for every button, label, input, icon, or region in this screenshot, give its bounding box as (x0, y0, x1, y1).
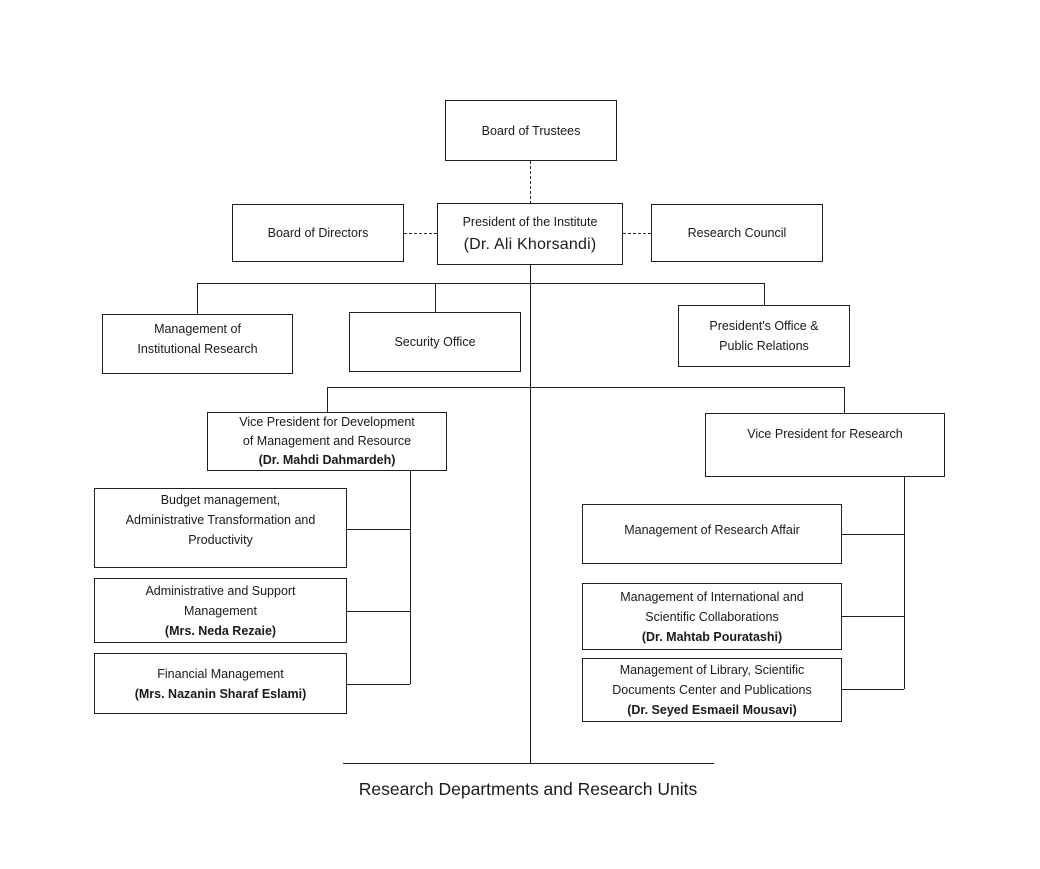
connector-directors-to-president-dashed (404, 233, 437, 234)
connector-drop-vp-research (844, 387, 845, 413)
node-label: Financial Management (157, 666, 284, 681)
node-label: Research Council (687, 226, 787, 240)
node-label: Vice President for Development of Manage… (239, 415, 415, 448)
node-person-name: (Mrs. Nazanin Sharaf Eslami) (134, 686, 307, 701)
node-financial-management: Financial Management (Mrs. Nazanin Shara… (94, 653, 347, 714)
connector-stub-library (842, 689, 904, 690)
node-label: Security Office (394, 335, 476, 349)
node-label: Budget management, Administrative Transf… (125, 493, 316, 547)
node-person-name: (Dr. Seyed Esmaeil Mousavi) (627, 703, 797, 717)
connector-left-column-vertical (410, 471, 411, 684)
node-person-name: (Dr. Mahdi Dahmardeh) (258, 453, 396, 467)
node-person-name: (Dr. Mahtab Pouratashi) (641, 629, 783, 644)
node-label: President's Office & Public Relations (709, 319, 819, 353)
node-label: Board of Directors (267, 226, 369, 240)
node-label: Management of Research Affair (624, 523, 800, 537)
node-label: Administrative and Support Management (145, 583, 296, 618)
connector-drop-vp-development (327, 387, 328, 412)
connector-drop-security-office (435, 283, 436, 312)
node-presidents-office-public-relations: President's Office & Public Relations (678, 305, 850, 367)
node-vp-research: Vice President for Research (705, 413, 945, 477)
connector-drop-presidents-office (764, 283, 765, 305)
connector-stub-international (842, 616, 904, 617)
node-label: Management of Library, Scientific Docume… (612, 663, 812, 697)
node-admin-support-management: Administrative and Support Management (M… (94, 578, 347, 643)
node-management-research-affair: Management of Research Affair (582, 504, 842, 564)
node-person-name: (Dr. Ali Khorsandi) (463, 235, 597, 253)
connector-stub-financial (347, 684, 410, 685)
connector-stub-budget (347, 529, 410, 530)
node-person-name: (Mrs. Neda Rezaie) (164, 623, 277, 638)
connector-branch2-horizontal (327, 387, 844, 388)
node-budget-management: Budget management, Administrative Transf… (94, 488, 347, 568)
node-library-publications: Management of Library, Scientific Docume… (582, 658, 842, 722)
connector-stub-admin-support (347, 611, 410, 612)
research-departments-title: Research Departments and Research Units (358, 779, 698, 799)
node-board-of-directors: Board of Directors (232, 204, 404, 262)
node-international-collaborations: Management of International and Scientif… (582, 583, 842, 650)
node-label: Board of Trustees (481, 123, 581, 138)
connector-president-to-council-dashed (623, 233, 651, 234)
connector-main-trunk (530, 265, 531, 763)
connector-right-column-vertical (904, 477, 905, 689)
node-research-council: Research Council (651, 204, 823, 262)
node-label: Vice President for Research (747, 427, 903, 441)
connector-branch1-horizontal (197, 283, 764, 284)
node-management-institutional-research: Management of Institutional Research (102, 314, 293, 374)
connector-trustees-to-president-dashed (530, 161, 531, 204)
node-label: Management of Institutional Research (137, 322, 258, 356)
node-board-of-trustees: Board of Trustees (445, 100, 617, 161)
connector-stub-research-affair (842, 534, 904, 535)
connector-drop-institutional-research (197, 283, 198, 314)
node-president: President of the Institute (Dr. Ali Khor… (437, 203, 623, 265)
node-label: Management of International and Scientif… (620, 589, 804, 624)
connector-research-units-horizontal (343, 763, 714, 764)
node-label: President of the Institute (462, 214, 598, 229)
node-vp-development: Vice President for Development of Manage… (207, 412, 447, 471)
node-security-office: Security Office (349, 312, 521, 372)
